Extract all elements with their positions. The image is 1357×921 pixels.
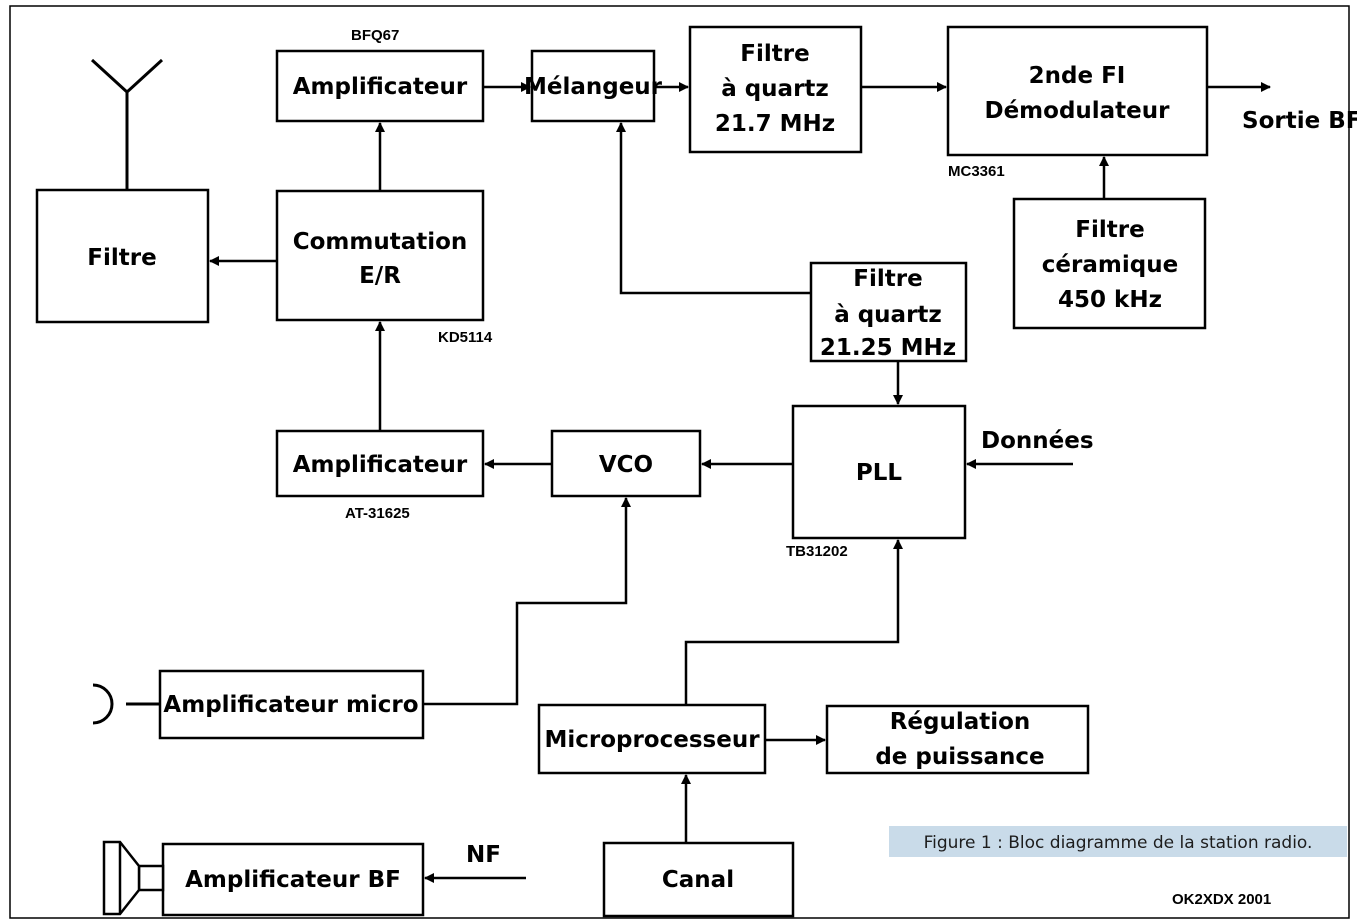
label-canal: Canal [662, 867, 734, 893]
block-microprocesseur [537, 703, 767, 775]
label-filtre-quartz-217-line3: 21.7 MHz [715, 111, 835, 137]
block-pll [791, 404, 967, 540]
label-filtre-ceramique-line3: 450 kHz [1058, 287, 1162, 313]
signal-sortie-bf: Sortie BF [1242, 108, 1357, 134]
label-filtre-quartz-2125-line3: 21.25 MHz [820, 335, 956, 361]
label-fi-demodulateur-line1: 2nde FI [1029, 63, 1126, 89]
part-bfq67: BFQ67 [351, 27, 399, 44]
label-filtre-quartz-2125-line2: à quartz [834, 302, 942, 328]
label-commutation-line2: E/R [359, 263, 401, 289]
part-kd5114: KD5114 [438, 329, 493, 346]
diagram-frame [9, 5, 1350, 919]
label-microprocesseur: Microprocesseur [544, 727, 760, 753]
block-amplificateur-tx [275, 429, 485, 498]
block-amplificateur-rx [275, 49, 485, 123]
label-filtre-quartz-217-line1: Filtre [740, 41, 809, 67]
label-vco: VCO [599, 452, 653, 478]
part-mc3361: MC3361 [948, 163, 1005, 180]
block-amplificateur-bf [161, 842, 425, 917]
label-fi-demodulateur-line2: Démodulateur [984, 98, 1170, 124]
label-filtre-quartz-2125-line1: Filtre [853, 266, 922, 292]
label-amplificateur-bf: Amplificateur BF [185, 867, 401, 893]
block-fi-demodulateur [946, 25, 1209, 157]
label-melangeur: Mélangeur [524, 74, 663, 100]
credit-text: OK2XDX 2001 [1172, 891, 1271, 908]
link-micro-to-pll [684, 539, 903, 705]
label-filtre-ceramique-line1: Filtre [1075, 217, 1144, 243]
label-filtre: Filtre [87, 245, 156, 271]
label-pll: PLL [856, 460, 903, 486]
label-regulation-line2: de puissance [875, 744, 1044, 770]
label-amplificateur-tx: Amplificateur [293, 452, 468, 478]
label-regulation-line1: Régulation [890, 709, 1031, 735]
block-amplificateur-micro [158, 669, 425, 740]
label-amplificateur-micro: Amplificateur micro [163, 692, 418, 718]
block-filtre-quartz-217 [688, 25, 863, 154]
speaker-icon [102, 840, 165, 916]
signal-nf: NF [466, 842, 501, 868]
microphone-icon [92, 683, 160, 725]
label-amplificateur-rx: Amplificateur [293, 74, 468, 100]
block-regulation [825, 704, 1090, 775]
part-tb31202: TB31202 [786, 543, 848, 560]
antenna-icon [90, 58, 164, 190]
signal-donnees: Données [981, 428, 1094, 454]
link-filtre2125-to-melangeur [616, 122, 811, 295]
block-filtre-ceramique [1012, 197, 1207, 330]
figure-caption-background [889, 826, 1347, 857]
figure-caption: Figure 1 : Bloc diagramme de la station … [924, 833, 1313, 853]
part-at31625: AT-31625 [345, 505, 410, 522]
label-commutation-line1: Commutation [293, 229, 468, 255]
block-filtre-quartz-2125 [809, 261, 968, 363]
block-canal [602, 841, 795, 918]
label-filtre-ceramique-line2: céramique [1042, 252, 1178, 278]
link-micro-to-vco [423, 497, 631, 706]
block-commutation [275, 189, 485, 322]
label-filtre-quartz-217-line2: à quartz [721, 76, 829, 102]
block-filtre [35, 188, 210, 324]
